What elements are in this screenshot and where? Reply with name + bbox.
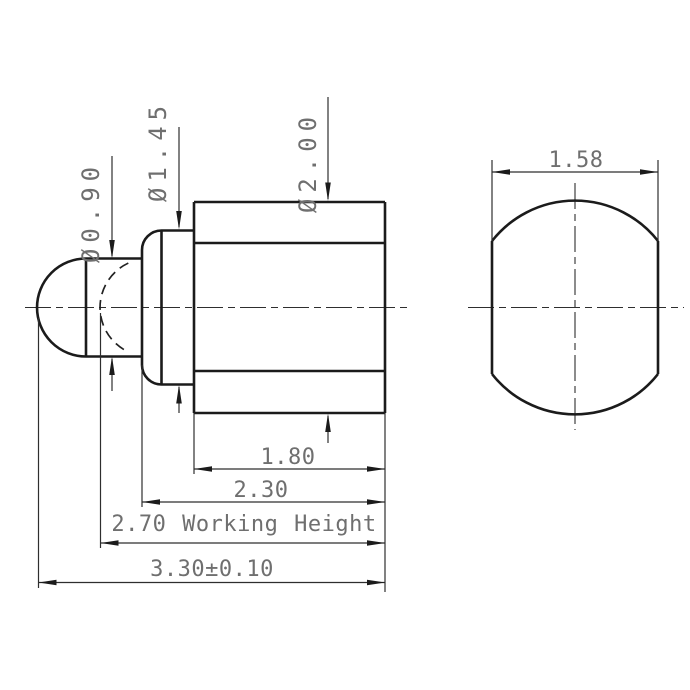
arrow-right-overall-length (367, 579, 385, 586)
label-body-diameter: Ø2.00 (294, 111, 322, 213)
arrow-right-flat-width (640, 169, 658, 175)
label-flange-diameter: Ø1.45 (144, 100, 172, 202)
dimension-lines (38, 97, 658, 584)
label-working-height: 2.70 Working Height (111, 512, 376, 537)
arrow-right-body-length (367, 466, 385, 472)
end-view-outline (490, 199, 660, 416)
arrow-up-dia-body (325, 413, 331, 432)
dimension-labels: Ø0.90 Ø1.45 Ø2.00 1.58 1.80 2.30 2.70 Wo… (77, 100, 603, 582)
arrow-left-body-length (194, 466, 212, 472)
arrow-up-dia-tip (109, 356, 115, 375)
arrow-left-working-height (100, 540, 119, 546)
end-view-top-arc (490, 199, 660, 242)
arrow-left-flat-width (492, 169, 510, 175)
arrowheads (38, 169, 658, 586)
arrow-left-overall-length (38, 579, 57, 586)
arrow-right-working-height (367, 540, 385, 546)
arrow-left-flange-to-end (142, 499, 160, 505)
arrow-down-dia-flange (176, 211, 182, 230)
label-body-length: 1.80 (261, 445, 316, 470)
arrow-right-flange-to-end (367, 499, 385, 505)
label-overall-length: 3.30±0.10 (150, 557, 274, 582)
label-flat-width: 1.58 (549, 148, 604, 173)
arrow-down-dia-tip (109, 240, 115, 259)
label-tip-diameter: Ø0.90 (77, 161, 105, 263)
end-view-bottom-arc (490, 373, 660, 416)
label-flange-to-end: 2.30 (234, 478, 289, 503)
working-position-phantom-arc (99, 262, 129, 353)
extension-lines (37, 160, 659, 592)
center-lines (25, 183, 684, 430)
flange-corner-round-top (140, 229, 162, 251)
ball-tip-arc (35, 257, 87, 358)
side-view-outline (35, 200, 387, 415)
flange-corner-round-bottom (140, 364, 162, 386)
arrow-down-dia-body (325, 182, 331, 201)
arrow-up-dia-flange (176, 385, 182, 404)
